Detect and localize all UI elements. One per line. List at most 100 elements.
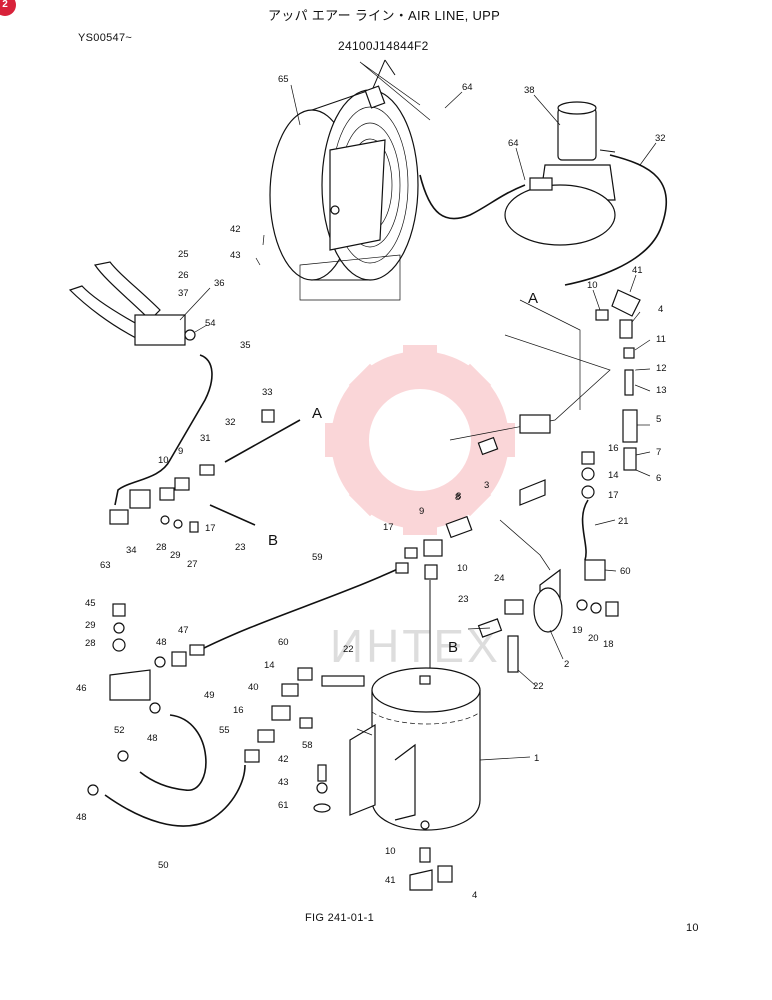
leader-lines	[179, 84, 657, 761]
callout: 48	[76, 812, 87, 823]
callout: 49	[204, 690, 215, 701]
callout: 20	[588, 633, 599, 644]
watermark-text: ИНТЕХ	[330, 620, 501, 672]
callout: 28	[156, 542, 167, 553]
callout: 52	[114, 725, 125, 736]
bracket-and-lines	[449, 299, 611, 571]
callout: 10	[385, 846, 396, 857]
callout: 4	[472, 890, 477, 901]
connector-mark-b-right: B	[448, 639, 458, 656]
diagram-title: アッパ エアー ライン・AIR LINE, UPP	[268, 8, 501, 23]
callout: 58	[302, 740, 313, 751]
figure-reference: FIG 241-01-1	[305, 912, 375, 924]
callout: 17	[205, 523, 216, 534]
callout: 11	[656, 334, 666, 345]
callout: 17	[383, 522, 394, 533]
callout: 17	[608, 490, 619, 501]
callout: 55	[219, 725, 230, 736]
callout: 27	[187, 559, 198, 570]
callout: 4	[658, 304, 663, 315]
callout: 10	[457, 563, 468, 574]
callout: 48	[156, 637, 167, 648]
callout: 65	[278, 74, 289, 85]
connector-mark-a-lower: A	[312, 405, 322, 422]
callout: 61	[278, 800, 289, 811]
pump-actuator	[504, 101, 616, 246]
callout: 8	[456, 491, 461, 502]
callout: 47	[178, 625, 189, 636]
hose-49	[139, 714, 207, 791]
callout: 26	[178, 270, 189, 281]
hose-35	[114, 354, 213, 506]
callout: 25	[178, 249, 189, 260]
callout: 24	[494, 573, 505, 584]
callout: 19	[572, 625, 583, 636]
connector-mark-a-upper: A	[528, 290, 538, 307]
callout: 6	[656, 473, 661, 484]
callout: 60	[620, 566, 631, 577]
callout: 7	[656, 447, 661, 458]
air-horns	[68, 261, 196, 346]
callout: 13	[656, 385, 667, 396]
callout: 23	[235, 542, 246, 553]
callout: 42	[278, 754, 289, 765]
callout: 9	[419, 506, 424, 517]
assembly-part-number: 24100J14844F2	[338, 39, 429, 53]
callout: 48	[147, 733, 158, 744]
callout: 41	[632, 265, 643, 276]
callout: 10	[587, 280, 598, 291]
callout: 46	[76, 683, 87, 694]
callout: 34	[126, 545, 137, 556]
hose-reel	[269, 59, 431, 301]
callout: 43	[230, 250, 241, 261]
hose-59	[199, 567, 401, 651]
callout: 43	[278, 777, 289, 788]
callout: 31	[200, 433, 211, 444]
callout: 28	[85, 638, 96, 649]
callout: 5	[656, 414, 661, 425]
small-fittings	[109, 409, 301, 533]
air-tank	[349, 667, 481, 831]
callout: 18	[603, 639, 614, 650]
callout: 64	[462, 82, 473, 93]
callout: 22	[343, 644, 354, 655]
tank-fittings	[244, 667, 453, 891]
connector-mark-b-left: B	[268, 532, 278, 549]
callout: 10	[158, 455, 169, 466]
callout: 29	[85, 620, 96, 631]
callout: 35	[240, 340, 251, 351]
callout: 63	[100, 560, 111, 571]
callout-labels: 65 64 38 64 32 42 43 25 26 37 36 54 35 4…	[76, 74, 667, 901]
callout: 59	[312, 552, 323, 563]
callout: 16	[608, 443, 619, 454]
callout: 14	[608, 470, 619, 481]
callout: 33	[262, 387, 273, 398]
callout: 32	[225, 417, 236, 428]
callout: 36	[214, 278, 225, 289]
callout: 21	[618, 516, 629, 527]
callout: 64	[508, 138, 519, 149]
callout: 2	[564, 659, 569, 670]
callout: 1	[534, 753, 539, 764]
callout: 42	[230, 224, 241, 235]
callout: 60	[278, 637, 289, 648]
serial-range: YS00547~	[78, 32, 133, 44]
callout: 50	[158, 860, 169, 871]
callout: 23	[458, 594, 469, 605]
callout: 3	[484, 480, 489, 491]
callout: 12	[656, 363, 667, 374]
callout: 38	[524, 85, 535, 96]
hose-32-upper	[564, 154, 668, 286]
callout: 8	[455, 492, 460, 503]
page-badge: 2	[0, 0, 16, 16]
callout: 40	[248, 682, 259, 693]
watermark-gear-icon	[325, 345, 515, 535]
callout: 37	[178, 288, 189, 299]
hose-reel-to-actuator	[419, 174, 526, 220]
callout: 45	[85, 598, 96, 609]
callout: 16	[233, 705, 244, 716]
callout: 22	[533, 681, 544, 692]
left-lower-fittings	[87, 603, 187, 796]
callout: 32	[655, 133, 666, 144]
